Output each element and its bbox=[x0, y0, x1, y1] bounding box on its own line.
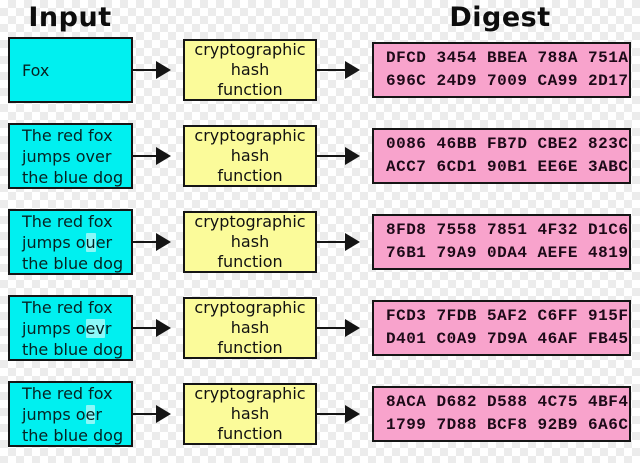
input-text-pre: The red fox jumps o bbox=[22, 211, 113, 252]
arrow-right-icon bbox=[133, 405, 171, 423]
hash-box-line: hash bbox=[230, 404, 270, 423]
arrow-right-icon bbox=[133, 319, 171, 337]
input-text-pre: The red fox jumps over the blue dog bbox=[22, 125, 124, 187]
digest-line: 0086 46BB FB7D CBE2 823C bbox=[386, 135, 629, 153]
hash-box-line: cryptographic bbox=[194, 212, 306, 231]
hash-function-box: cryptographic hash function bbox=[183, 125, 317, 187]
input-column-title: Input bbox=[28, 2, 112, 33]
hash-box-line: function bbox=[217, 424, 283, 443]
input-box: The red fox jumps over the blue dog bbox=[8, 123, 133, 189]
hash-row: Fox cryptographic hash function DFCD 345… bbox=[0, 37, 640, 103]
hash-box-line: cryptographic bbox=[194, 384, 306, 403]
input-text: Fox bbox=[22, 60, 49, 81]
input-text-post: er the blue dog bbox=[22, 232, 124, 273]
hash-row: The red fox jumps oer the blue dog crypt… bbox=[0, 381, 640, 447]
arrow-right-icon bbox=[317, 147, 360, 165]
input-text-pre: The red fox jumps o bbox=[22, 383, 113, 424]
hash-box-line: hash bbox=[230, 318, 270, 337]
typo-highlight: e bbox=[85, 404, 96, 424]
input-box: The red fox jumps ouer the blue dog bbox=[8, 209, 133, 275]
input-box: Fox bbox=[8, 37, 133, 103]
digest-line: D401 C0A9 7D9A 46AF FB45 bbox=[386, 330, 629, 348]
digest-line: 8ACA D682 D588 4C75 4BF4 bbox=[386, 393, 629, 411]
arrow-right-icon bbox=[317, 61, 360, 79]
digest-box: DFCD 3454 BBEA 788A 751A 696C 24D9 7009 … bbox=[372, 42, 631, 98]
hash-box-line: cryptographic bbox=[194, 126, 306, 145]
hash-function-box: cryptographic hash function bbox=[183, 211, 317, 273]
digest-column-title: Digest bbox=[449, 2, 551, 33]
arrow-right-icon bbox=[133, 147, 171, 165]
hash-box-line: hash bbox=[230, 232, 270, 251]
input-text-pre: Fox bbox=[22, 60, 50, 80]
hash-box-line: cryptographic bbox=[194, 40, 306, 59]
digest-box: 8ACA D682 D588 4C75 4BF4 1799 7D88 BCF8 … bbox=[372, 386, 631, 442]
arrow-right-icon bbox=[133, 233, 171, 251]
typo-highlight: u bbox=[85, 232, 96, 252]
hash-function-box: cryptographic hash function bbox=[183, 297, 317, 359]
hash-box-line: function bbox=[217, 80, 283, 99]
digest-line: DFCD 3454 BBEA 788A 751A bbox=[386, 49, 629, 67]
typo-highlight: ev bbox=[85, 318, 105, 338]
hash-box-line: function bbox=[217, 166, 283, 185]
input-text-post: r the blue dog bbox=[22, 404, 124, 445]
input-text-pre: The red fox jumps o bbox=[22, 297, 113, 338]
hash-box-line: function bbox=[217, 338, 283, 357]
digest-line: FCD3 7FDB 5AF2 C6FF 915F bbox=[386, 307, 629, 325]
input-text: The red fox jumps over the blue dog bbox=[22, 125, 126, 188]
hash-box-line: hash bbox=[230, 60, 270, 79]
digest-box: 0086 46BB FB7D CBE2 823C ACC7 6CD1 90B1 … bbox=[372, 128, 631, 184]
input-text-post: r the blue dog bbox=[22, 318, 124, 359]
hash-row: The red fox jumps oevr the blue dog cryp… bbox=[0, 295, 640, 361]
arrow-right-icon bbox=[317, 405, 360, 423]
digest-line: ACC7 6CD1 90B1 EE6E 3ABC bbox=[386, 158, 629, 176]
input-text: The red fox jumps oer the blue dog bbox=[22, 383, 126, 446]
hash-box-line: cryptographic bbox=[194, 298, 306, 317]
input-text: The red fox jumps ouer the blue dog bbox=[22, 211, 126, 274]
input-box: The red fox jumps oevr the blue dog bbox=[8, 295, 133, 361]
digest-line: 76B1 79A9 0DA4 AEFE 4819 bbox=[386, 244, 629, 262]
hash-function-box: cryptographic hash function bbox=[183, 39, 317, 101]
digest-line: 8FD8 7558 7851 4F32 D1C6 bbox=[386, 221, 629, 239]
digest-box: 8FD8 7558 7851 4F32 D1C6 76B1 79A9 0DA4 … bbox=[372, 214, 631, 270]
arrow-right-icon bbox=[317, 233, 360, 251]
hash-row: The red fox jumps over the blue dog cryp… bbox=[0, 123, 640, 189]
input-box: The red fox jumps oer the blue dog bbox=[8, 381, 133, 447]
input-text: The red fox jumps oevr the blue dog bbox=[22, 297, 126, 360]
digest-box: FCD3 7FDB 5AF2 C6FF 915F D401 C0A9 7D9A … bbox=[372, 300, 631, 356]
hash-row: The red fox jumps ouer the blue dog cryp… bbox=[0, 209, 640, 275]
hash-box-line: hash bbox=[230, 146, 270, 165]
arrow-right-icon bbox=[133, 61, 171, 79]
digest-line: 696C 24D9 7009 CA99 2D17 bbox=[386, 72, 629, 90]
arrow-right-icon bbox=[317, 319, 360, 337]
digest-line: 1799 7D88 BCF8 92B9 6A6C bbox=[386, 416, 629, 434]
hash-function-box: cryptographic hash function bbox=[183, 383, 317, 445]
hash-box-line: function bbox=[217, 252, 283, 271]
